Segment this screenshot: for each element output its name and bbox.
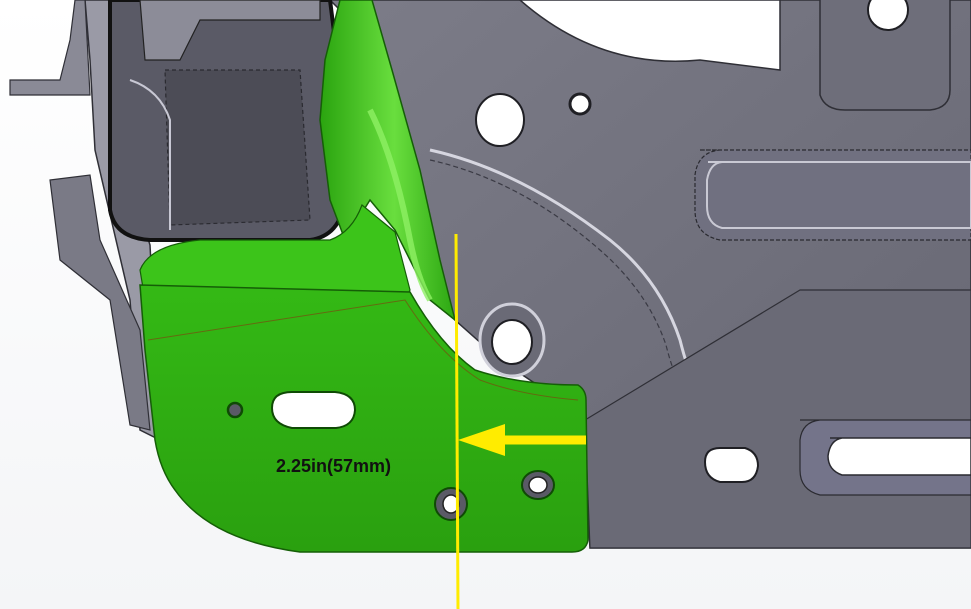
reference-line	[454, 233, 460, 609]
dimension-arrow-head	[458, 424, 505, 456]
dimension-label: 2.25in(57mm)	[276, 456, 392, 476]
left-member	[9, 0, 348, 442]
green-bracket	[139, 0, 589, 553]
measurement-annotation	[454, 233, 586, 609]
